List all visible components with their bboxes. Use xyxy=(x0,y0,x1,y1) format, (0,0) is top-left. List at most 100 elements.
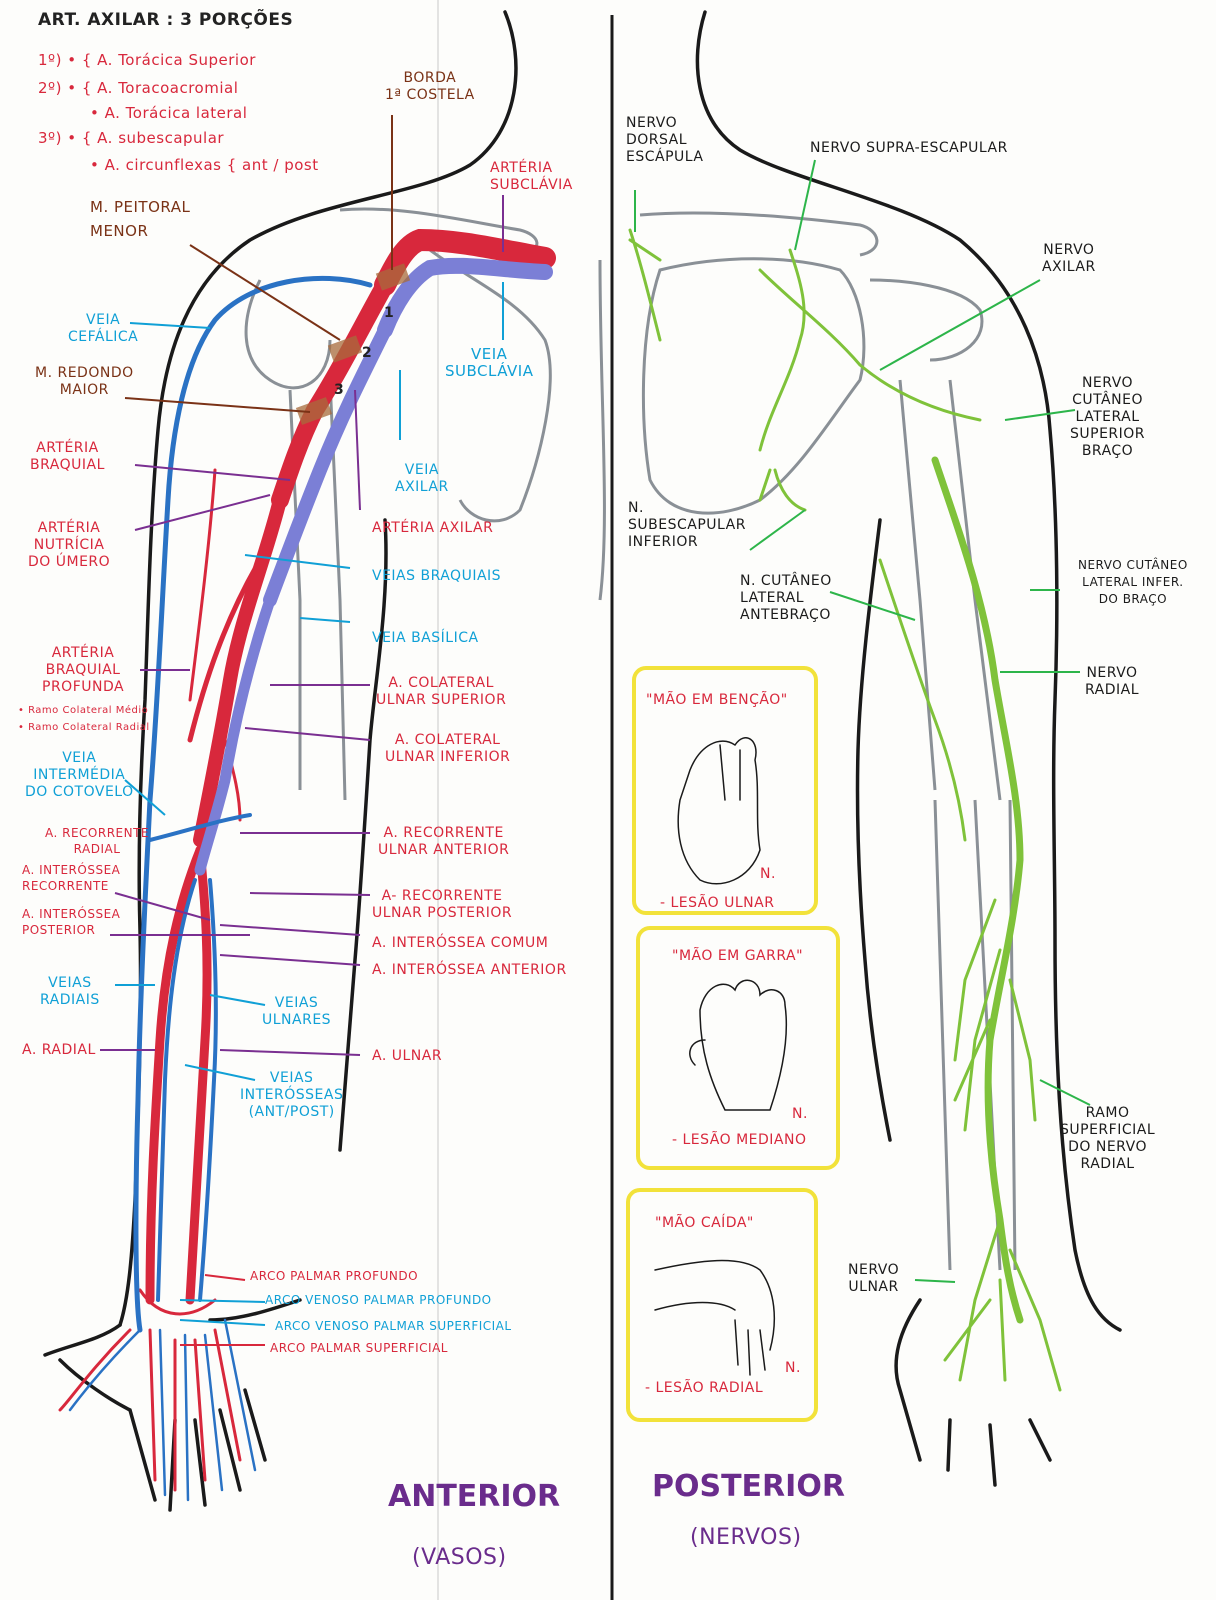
label-n-cutaneo-antebraco: N. CUTÂNEO LATERAL ANTEBRAÇO xyxy=(740,573,832,623)
label-colateral-ulnar-superior: A. COLATERAL ULNAR SUPERIOR xyxy=(376,675,507,708)
box-ulnar xyxy=(632,666,818,915)
benediction-hand-icon xyxy=(677,737,761,885)
palmar-arch-artery xyxy=(58,1288,242,1492)
radial-artery xyxy=(145,845,205,1305)
artery-system xyxy=(58,228,556,1492)
anterior-leaders xyxy=(100,115,504,1346)
box-median-n: N. xyxy=(792,1106,808,1122)
box-median xyxy=(636,926,840,1170)
label-veia-basilica: VEIA BASÍLICA xyxy=(372,630,479,646)
box-ulnar-title: "MÃO EM BENÇÃO" xyxy=(646,692,788,708)
label-veias-radiais: VEIAS RADIAIS xyxy=(40,975,100,1008)
label-recorrente-ulnar-anterior: A. RECORRENTE ULNAR ANTERIOR xyxy=(378,825,510,858)
footer-posterior-sub: (NERVOS) xyxy=(690,1525,802,1550)
legend-line-2: 2º) • { A. Toracoacromial xyxy=(38,79,239,97)
claw-hand-icon xyxy=(689,979,788,1111)
label-arteria-braquial-profunda: ARTÉRIA BRAQUIAL PROFUNDA xyxy=(42,645,125,695)
label-a-ulnar: A. ULNAR xyxy=(372,1048,443,1064)
label-ramo-colateral-radial: • Ramo Colateral Radial xyxy=(18,722,150,733)
label-recorrente-ulnar-posterior: A- RECORRENTE ULNAR POSTERIOR xyxy=(372,888,513,921)
posterior-arm-outline xyxy=(695,10,1122,1487)
ulnar-vein xyxy=(198,878,218,1302)
footer-anterior: ANTERIOR xyxy=(388,1479,561,1514)
axillary-nerve xyxy=(758,268,982,422)
box-radial xyxy=(626,1188,818,1422)
label-veias-ulnares: VEIAS ULNARES xyxy=(262,995,332,1028)
label-veia-cefalica: VEIA CEFÁLICA xyxy=(68,312,139,345)
drop-hand-icon xyxy=(654,1259,776,1376)
box-radial-title: "MÃO CAÍDA" xyxy=(655,1215,754,1231)
vein-system xyxy=(68,257,553,1502)
box-ulnar-n: N. xyxy=(760,866,776,882)
label-number-1: 1 xyxy=(384,305,395,321)
box-radial-caption: - LESÃO RADIAL xyxy=(645,1380,764,1396)
label-m-peitoral-menor: M. PEITORAL MENOR xyxy=(90,198,191,240)
label-arco-palmar-profundo: ARCO PALMAR PROFUNDO xyxy=(250,1269,419,1283)
label-subescapular-inferior: N. SUBESCAPULAR INFERIOR xyxy=(628,500,746,550)
cephalic-vein xyxy=(133,275,373,1333)
label-arteria-nutricia: ARTÉRIA NUTRÍCIA DO ÚMERO xyxy=(28,520,111,570)
legend-line-3: • A. Torácica lateral xyxy=(90,104,248,122)
box-ulnar-caption: - LESÃO ULNAR xyxy=(660,895,775,911)
radial-vein xyxy=(156,878,197,1302)
label-arco-venoso-superficial: ARCO VENOSO PALMAR SUPERFICIAL xyxy=(275,1319,512,1333)
label-arco-palmar-superficial: ARCO PALMAR SUPERFICIAL xyxy=(270,1341,448,1355)
subclavian-artery xyxy=(374,228,556,296)
hand-sketches xyxy=(654,737,788,1376)
label-ramo-superficial: RAMO SUPERFICIAL DO NERVO RADIAL xyxy=(1060,1105,1156,1172)
label-nervo-axilar: NERVO AXILAR xyxy=(1042,242,1096,275)
label-veias-braquiais: VEIAS BRAQUIAIS xyxy=(372,568,502,584)
label-arteria-axilar: ARTÉRIA AXILAR xyxy=(372,520,494,536)
legend-line-1: 1º) • { A. Torácica Superior xyxy=(38,51,256,69)
ulnar-artery xyxy=(185,845,212,1305)
label-a-recorrente-radial: A. RECORRENTE RADIAL xyxy=(45,826,150,856)
label-a-radial: A. RADIAL xyxy=(22,1042,96,1058)
label-nervo-ulnar: NERVO ULNAR xyxy=(848,1262,900,1295)
legend-line-5: • A. circunflexas { ant / post xyxy=(90,156,319,174)
label-number-2: 2 xyxy=(362,345,373,361)
label-nervo-radial: NERVO RADIAL xyxy=(1085,665,1140,698)
label-number-3: 3 xyxy=(334,382,345,398)
legend-line-4: 3º) • { A. subescapular xyxy=(38,129,225,147)
box-median-title: "MÃO EM GARRA" xyxy=(672,948,804,964)
ulnar-nerve xyxy=(878,558,967,842)
footer-anterior-sub: (VASOS) xyxy=(412,1545,507,1570)
basilic-vein xyxy=(194,594,276,876)
label-arco-venoso-profundo: ARCO VENOSO PALMAR PROFUNDO xyxy=(265,1293,492,1307)
label-veia-axilar: VEIA AXILAR xyxy=(395,462,449,495)
label-colateral-ulnar-inferior: A. COLATERAL ULNAR INFERIOR xyxy=(385,732,511,765)
label-m-redondo-maior: M. REDONDO MAIOR xyxy=(35,365,134,398)
posterior-bones xyxy=(639,211,1017,1271)
axillary-legend-title: ART. AXILAR : 3 PORÇÕES xyxy=(38,10,294,30)
label-arteria-braquial: ARTÉRIA BRAQUIAL xyxy=(30,440,105,473)
dorsal-scapular-nerve xyxy=(628,228,662,342)
label-cutaneo-lateral-superior: NERVO CUTÂNEO LATERAL SUPERIOR BRAÇO xyxy=(1070,375,1146,459)
label-interossea-posterior: A. INTERÓSSEA POSTERIOR xyxy=(22,907,121,937)
nerve-system xyxy=(628,228,1062,1392)
muscle-bands xyxy=(295,263,411,425)
posterior-leaders xyxy=(634,159,1091,1283)
label-nervo-dorsal-escapula: NERVO DORSAL ESCÁPULA xyxy=(626,115,704,165)
label-veia-subclavia: VEIA SUBCLÁVIA xyxy=(445,345,534,380)
label-cutaneo-lateral-inferior: NERVO CUTÂNEO LATERAL INFER. DO BRAÇO xyxy=(1078,558,1188,606)
lesion-boxes xyxy=(626,666,840,1422)
axillary-vein xyxy=(263,323,392,607)
box-radial-n: N. xyxy=(785,1360,801,1376)
label-veia-intermedia: VEIA INTERMÉDIA DO COTOVELO xyxy=(25,750,134,800)
median-cubital-vein xyxy=(148,813,252,842)
label-veias-interosseas: VEIAS INTERÓSSEAS (ANT/POST) xyxy=(240,1070,344,1120)
label-arteria-subclavia: ARTÉRIA SUBCLÁVIA xyxy=(490,160,573,193)
deep-brachial-artery xyxy=(187,557,263,743)
suprascapular-nerve xyxy=(758,248,806,452)
footer-posterior: POSTERIOR xyxy=(652,1469,845,1504)
label-interossea-recorrente: A. INTERÓSSEA RECORRENTE xyxy=(22,863,121,893)
label-borda-costela: BORDA 1ª COSTELA xyxy=(385,70,475,103)
subclavian-vein xyxy=(377,257,553,338)
brachial-artery xyxy=(193,493,287,847)
label-ramo-colateral-medio: • Ramo Colateral Médio xyxy=(18,705,149,716)
subscapular-nerve xyxy=(758,468,807,512)
label-nervo-supra-escapular: NERVO SUPRA-ESCAPULAR xyxy=(810,140,1008,156)
label-interossea-anterior: A. INTERÓSSEA ANTERIOR xyxy=(372,962,567,978)
label-interossea-comum: A. INTERÓSSEA COMUM xyxy=(372,935,549,951)
